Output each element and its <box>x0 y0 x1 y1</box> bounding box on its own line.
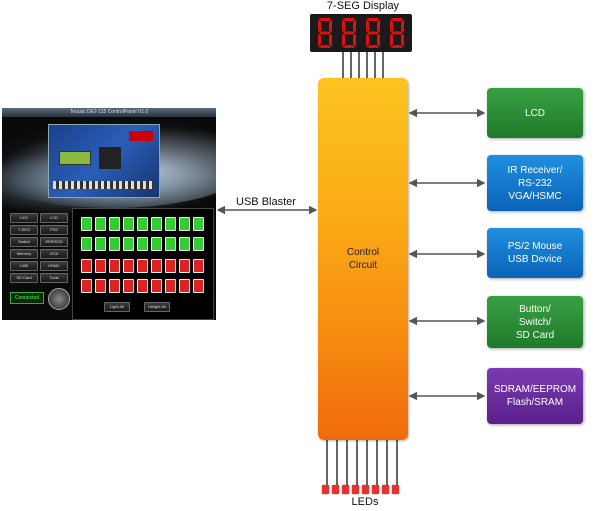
control-circuit-label: Control Circuit <box>318 246 408 272</box>
panel-toggle-switch[interactable] <box>123 259 134 273</box>
panel-nav-button[interactable]: Switch <box>10 237 38 247</box>
panel-nav-button[interactable]: LCD <box>40 213 68 223</box>
panel-toggle-switch[interactable] <box>137 217 148 231</box>
led-icon <box>362 485 369 494</box>
panel-nav-button[interactable]: Memory <box>10 249 38 259</box>
panel-title: Terasic DE2-115 ControlPanel V1.0 <box>69 109 149 115</box>
panel-toggle-switch[interactable] <box>137 237 148 251</box>
connected-status: Connected <box>10 292 44 304</box>
board-image <box>48 124 160 198</box>
panel-toggle-switch[interactable] <box>137 259 148 273</box>
button-switch-block: Button/ Switch/ SD Card <box>487 296 583 348</box>
panel-nav-button[interactable]: HSMC <box>40 261 68 271</box>
sdram-flash-block: SDRAM/EEPROM Flash/SRAM <box>487 368 583 424</box>
control-circuit-block <box>318 78 408 440</box>
board-chip <box>99 147 121 169</box>
panel-toggle-switch[interactable] <box>109 279 120 293</box>
leds-label: LEDs <box>351 496 379 508</box>
panel-toggle-switch[interactable] <box>165 259 176 273</box>
light-all-button[interactable]: Light All <box>104 302 130 312</box>
led-row <box>322 485 406 495</box>
panel-nav-button[interactable]: PS2 <box>40 225 68 235</box>
seven-seg-title: 7-SEG Display <box>326 0 400 12</box>
panel-toggle-switch[interactable] <box>165 237 176 251</box>
led-icon <box>322 485 329 494</box>
panel-nav-button[interactable]: Tools <box>40 273 68 283</box>
control-label-line1: Control <box>346 247 380 258</box>
panel-toggle-switch[interactable] <box>95 259 106 273</box>
panel-nav-button[interactable]: SD Card <box>10 273 38 283</box>
panel-toggle-switch[interactable] <box>81 279 92 293</box>
panel-toggle-switch[interactable] <box>95 279 106 293</box>
panel-toggle-switch[interactable] <box>179 279 190 293</box>
panel-toggle-switch[interactable] <box>151 237 162 251</box>
seven-seg-digit <box>387 17 407 49</box>
led-icon <box>372 485 379 494</box>
panel-toggle-switch[interactable] <box>165 217 176 231</box>
seven-seg-digit <box>315 17 335 49</box>
panel-toggle-switch[interactable] <box>179 237 190 251</box>
board-lcd <box>59 151 91 165</box>
panel-toggle-switch[interactable] <box>193 279 204 293</box>
panel-toggle-switch[interactable] <box>137 279 148 293</box>
panel-toggle-switch[interactable] <box>193 217 204 231</box>
unlight-all-button[interactable]: Unlight All <box>144 302 170 312</box>
board-switches <box>53 181 153 189</box>
lcd-block: LCD <box>487 88 583 138</box>
panel-toggle-switch[interactable] <box>109 217 120 231</box>
panel-nav-button[interactable]: IR/RS232 <box>40 237 68 247</box>
panel-toggle-switch[interactable] <box>179 259 190 273</box>
panel-toggle-switch[interactable] <box>123 217 134 231</box>
panel-toggle-switch[interactable] <box>81 217 92 231</box>
panel-toggle-switch[interactable] <box>151 279 162 293</box>
panel-toggle-switch[interactable] <box>123 279 134 293</box>
led-icon <box>342 485 349 494</box>
led-icon <box>332 485 339 494</box>
led-icon <box>382 485 389 494</box>
seven-seg-digit <box>363 17 383 49</box>
control-panel-screenshot: Terasic DE2-115 ControlPanel V1.0 Light … <box>2 108 216 320</box>
panel-toggle-switch[interactable] <box>151 217 162 231</box>
ps2-usb-block: PS/2 Mouse USB Device <box>487 228 583 278</box>
panel-knob-icon[interactable] <box>48 288 70 310</box>
panel-toggle-switch[interactable] <box>81 237 92 251</box>
panel-toggle-switch[interactable] <box>193 237 204 251</box>
panel-toggle-switch[interactable] <box>151 259 162 273</box>
panel-toggle-switch[interactable] <box>81 259 92 273</box>
ir-receiver-block: IR Receiver/ RS-232 VGA/HSMC <box>487 155 583 211</box>
panel-toggle-switch[interactable] <box>95 237 106 251</box>
usb-blaster-label: USB Blaster <box>236 196 296 208</box>
panel-toggle-switch[interactable] <box>95 217 106 231</box>
panel-toggle-switch[interactable] <box>109 237 120 251</box>
led-switch-grid <box>72 208 214 320</box>
seven-seg-display <box>310 14 412 52</box>
panel-nav-button[interactable]: VGA <box>40 249 68 259</box>
led-icon <box>352 485 359 494</box>
board-segments <box>129 131 153 141</box>
panel-titlebar: Terasic DE2-115 ControlPanel V1.0 <box>2 108 216 117</box>
panel-nav-button[interactable]: LED <box>10 213 38 223</box>
panel-toggle-switch[interactable] <box>109 259 120 273</box>
panel-toggle-switch[interactable] <box>165 279 176 293</box>
panel-toggle-switch[interactable] <box>123 237 134 251</box>
led-icon <box>392 485 399 494</box>
control-label-line2: Circuit <box>348 260 378 271</box>
panel-nav-button[interactable]: 7-SEG <box>10 225 38 235</box>
panel-toggle-switch[interactable] <box>179 217 190 231</box>
panel-nav-button[interactable]: USB <box>10 261 38 271</box>
panel-toggle-switch[interactable] <box>193 259 204 273</box>
seven-seg-digit <box>339 17 359 49</box>
